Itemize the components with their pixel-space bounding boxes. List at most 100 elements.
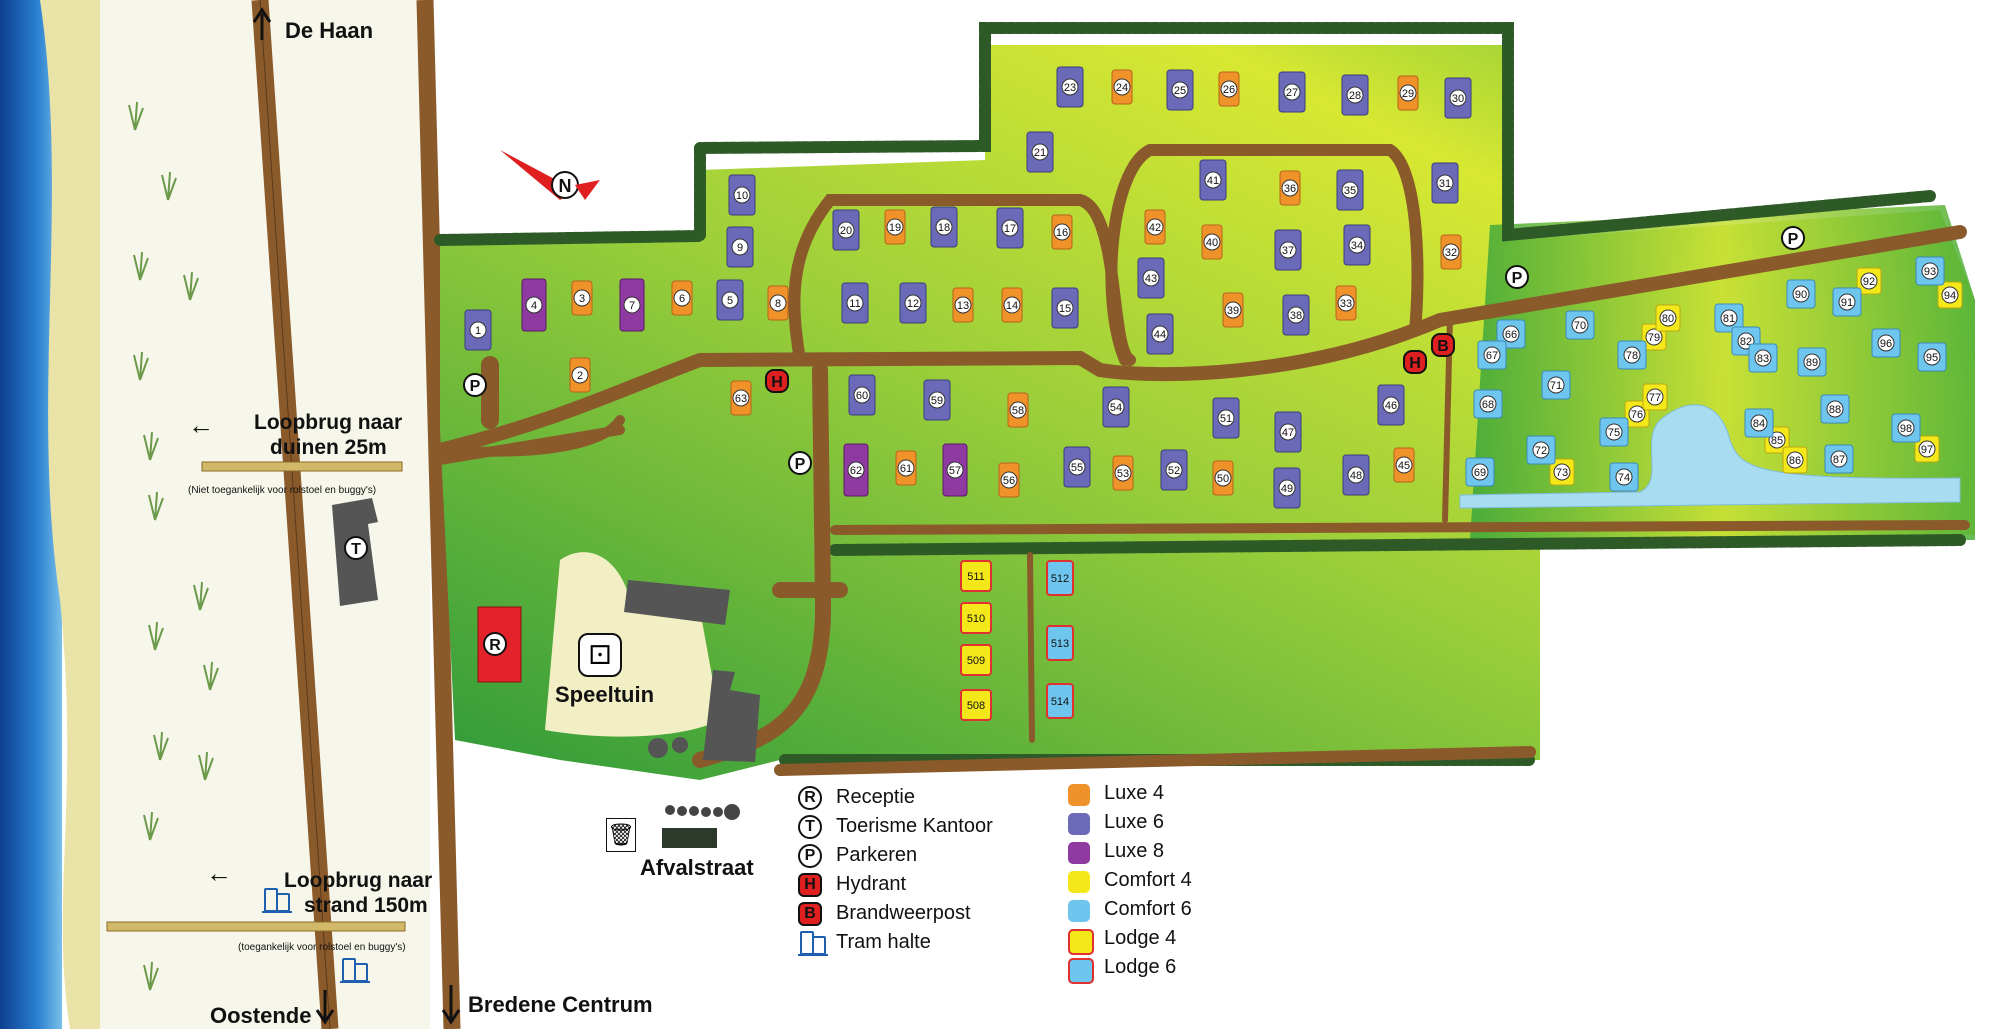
- lot-number: 83: [1757, 353, 1769, 365]
- lot-55: 55: [1063, 446, 1091, 488]
- lot-number: 76: [1631, 409, 1643, 421]
- legend-label: Hydrant: [836, 873, 907, 895]
- compass-icon: N: [500, 150, 600, 200]
- waste-area: [662, 804, 740, 848]
- lot-number: 32: [1445, 247, 1457, 259]
- lot-number: 34: [1351, 240, 1363, 252]
- lot-number: 19: [889, 222, 901, 234]
- lot-number: 39: [1227, 305, 1239, 317]
- svg-text:B: B: [1437, 338, 1449, 355]
- lot-number: 86: [1789, 455, 1801, 467]
- lot-11: 11: [841, 282, 869, 324]
- lot-45: 45: [1393, 447, 1415, 483]
- color-swatch: [1068, 958, 1094, 984]
- lot-1: 1: [464, 309, 492, 351]
- south-label: Oostende: [210, 1003, 312, 1028]
- tram-icon: [262, 888, 292, 914]
- legend-symbol: R: [798, 786, 822, 810]
- lot-14: 14: [1001, 287, 1023, 323]
- lot-number: 78: [1626, 350, 1638, 362]
- lot-number: 27: [1286, 87, 1298, 99]
- lot-number: 16: [1056, 227, 1068, 239]
- lot-number: 7: [629, 300, 635, 312]
- walkway-beach-line2: strand 150m: [304, 894, 428, 917]
- lot-number: 47: [1282, 427, 1294, 439]
- lot-33: 33: [1335, 285, 1357, 321]
- lot-78: 78: [1617, 340, 1647, 370]
- lot-48: 48: [1342, 454, 1370, 496]
- lot-60: 60: [848, 374, 876, 416]
- lot-47: 47: [1274, 411, 1302, 453]
- lot-number: 92: [1863, 276, 1875, 288]
- lot-17: 17: [996, 207, 1024, 249]
- lot-27: 27: [1278, 71, 1306, 113]
- lot-51: 51: [1212, 397, 1240, 439]
- lot-number: 73: [1556, 467, 1568, 479]
- lot-number: 18: [938, 222, 950, 234]
- walkway-dunes-line2: duinen 25m: [270, 436, 387, 459]
- lot-number: 46: [1385, 400, 1397, 412]
- lot-number: 9: [737, 242, 743, 254]
- lot-number: 67: [1486, 350, 1498, 362]
- lot-number: 14: [1006, 300, 1018, 312]
- lot-71: 71: [1541, 370, 1571, 400]
- legend-label: Tram halte: [836, 931, 931, 953]
- centre-label: Bredene Centrum: [468, 992, 653, 1017]
- lot-number: 29: [1402, 88, 1414, 100]
- color-swatch: [1068, 871, 1090, 893]
- legend-symbol: H: [798, 873, 822, 897]
- lot-number: 51: [1220, 413, 1232, 425]
- lot-74: 74: [1609, 462, 1639, 492]
- lot-number: 23: [1064, 82, 1076, 94]
- lot-number: 81: [1723, 313, 1735, 325]
- lot-34: 34: [1343, 224, 1371, 266]
- lot-513: 513: [1046, 625, 1074, 661]
- lot-21: 21: [1026, 131, 1054, 173]
- lot-46: 46: [1377, 384, 1405, 426]
- lot-5: 5: [716, 279, 744, 321]
- lot-number: 62: [850, 465, 862, 477]
- lot-43: 43: [1137, 257, 1165, 299]
- lot-number: 53: [1117, 468, 1129, 480]
- lot-number: 45: [1398, 460, 1410, 472]
- camp-roads: [433, 144, 1970, 776]
- lot-59: 59: [923, 379, 951, 421]
- color-swatch: [1068, 784, 1090, 806]
- svg-text:P: P: [795, 456, 806, 473]
- lot-number: 510: [967, 613, 985, 625]
- lot-510: 510: [960, 602, 992, 634]
- legend-symbol: B: [798, 902, 822, 926]
- lot-number: 59: [931, 395, 943, 407]
- lot-number: 513: [1051, 638, 1069, 650]
- arrow-up-icon: [252, 7, 272, 40]
- lot-81: 81: [1714, 303, 1744, 333]
- lot-number: 94: [1944, 290, 1956, 302]
- lot-number: 68: [1482, 399, 1494, 411]
- lot-36: 36: [1279, 170, 1301, 206]
- walkway-dunes: [201, 461, 403, 472]
- lot-number: 11: [849, 298, 860, 310]
- lot-28: 28: [1341, 74, 1369, 116]
- lot-number: 6: [679, 293, 685, 305]
- lot-number: 5: [727, 295, 733, 307]
- parking-marker: P: [463, 373, 487, 397]
- accommodation-label: Lodge 4: [1104, 927, 1177, 949]
- legend-label: Parkeren: [836, 844, 918, 866]
- lot-31: 31: [1431, 162, 1459, 204]
- pond: [1459, 404, 1961, 509]
- walkway-beach-note: (toegankelijk voor rolstoel en buggy's): [238, 942, 406, 953]
- lot-49: 49: [1273, 467, 1301, 509]
- lot-number: 50: [1217, 473, 1229, 485]
- lot-number: 71: [1550, 380, 1562, 392]
- lot-number: 26: [1223, 84, 1235, 96]
- lot-68: 68: [1473, 389, 1503, 419]
- lot-number: 511: [967, 571, 985, 583]
- lot-76: 76: [1624, 400, 1650, 428]
- legend-symbol: P: [798, 844, 822, 868]
- lot-number: 98: [1900, 423, 1912, 435]
- lot-93: 93: [1915, 256, 1945, 286]
- walkway-beach-line1: Loopbrug naar: [284, 869, 433, 892]
- hydrant-marker: H: [1403, 350, 1427, 374]
